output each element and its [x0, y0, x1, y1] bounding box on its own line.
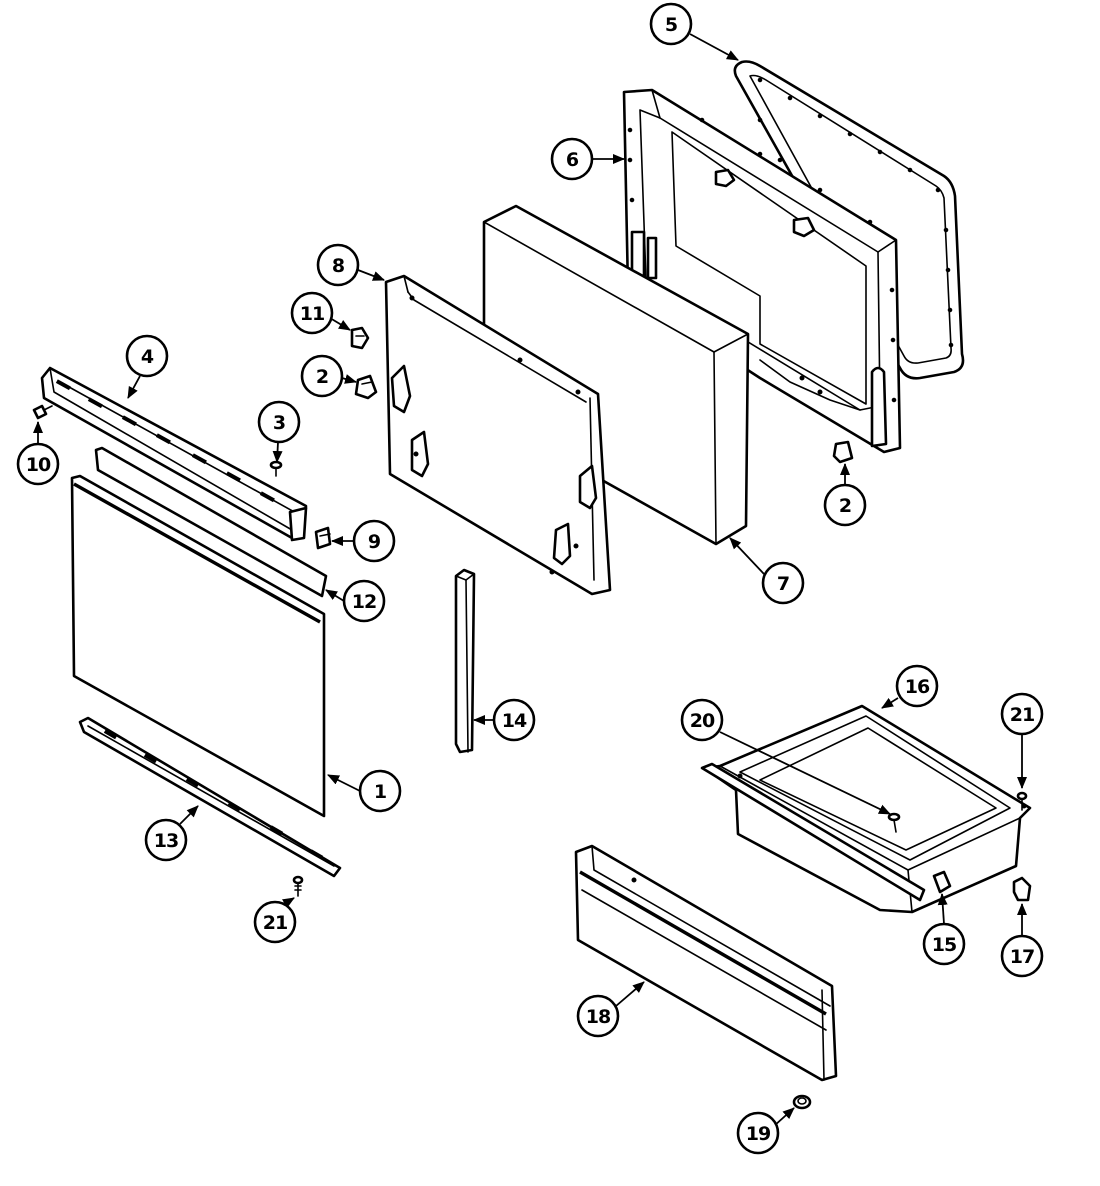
leader-16	[881, 697, 899, 709]
callout-label: 4	[141, 346, 154, 368]
part-12-vent-strip	[94, 446, 328, 598]
callout-label: 8	[332, 255, 345, 277]
callout-13: 13	[144, 818, 188, 862]
part-1-outer-door-glass	[70, 474, 326, 818]
leader-15	[937, 893, 948, 925]
part-16-drawer-pan	[700, 704, 1032, 914]
callout-label: 1	[374, 781, 386, 803]
part-13-bottom-trim	[78, 716, 342, 878]
callout-12: 12	[342, 579, 386, 623]
callout-label: 3	[273, 412, 285, 434]
callout-label: 21	[263, 912, 287, 934]
part-18-drawer-front	[574, 844, 838, 1082]
callout-19: 19	[736, 1111, 780, 1155]
leader-19	[773, 1107, 795, 1127]
leader-13	[179, 805, 199, 825]
callout-label: 13	[154, 830, 178, 852]
part-3-screw	[269, 460, 283, 477]
callout-label: 10	[26, 454, 51, 476]
part-14-side-trim	[454, 568, 476, 754]
part-17-clip	[1012, 876, 1032, 902]
callout-label: 2	[316, 366, 328, 388]
leader-7	[729, 537, 765, 575]
callout-label: 5	[665, 14, 677, 36]
part-10-screw	[32, 404, 53, 420]
leader-12	[325, 589, 345, 602]
part-4-vent-trim	[40, 366, 308, 542]
part-19-bumper	[792, 1094, 812, 1110]
leader-11	[329, 317, 351, 331]
callout-9: 9	[352, 519, 396, 563]
leader-21a	[281, 897, 295, 908]
callout-label: 7	[777, 573, 789, 595]
callout-10: 10	[16, 442, 60, 486]
leader-5	[689, 33, 739, 61]
callout-21-left: 21	[253, 900, 297, 944]
part-21-screw-left	[292, 875, 304, 897]
part-8-inner-door-panel	[384, 274, 612, 596]
part-15-glide	[932, 870, 952, 894]
leader-1	[327, 774, 361, 792]
callout-label: 2	[839, 495, 851, 517]
part-9-clip	[314, 526, 332, 550]
callout-8: 8	[316, 243, 360, 287]
callout-2-upper: 2	[300, 354, 344, 398]
callout-14: 14	[492, 698, 536, 742]
leader-20	[719, 731, 891, 815]
part-2-clip-lower	[832, 440, 854, 464]
leader-2a	[341, 374, 357, 384]
callout-label: 14	[502, 710, 527, 732]
callout-20: 20	[680, 698, 724, 742]
callout-1: 1	[358, 769, 402, 813]
callout-21-right: 21	[1000, 692, 1044, 736]
callout-18: 18	[576, 994, 620, 1038]
part-21-screw-right	[1016, 791, 1028, 811]
part-2-clip-upper	[354, 374, 378, 400]
callout-16: 16	[895, 664, 939, 708]
callout-label: 21	[1010, 704, 1034, 726]
callout-label: 20	[690, 710, 715, 732]
callout-label: 9	[368, 531, 380, 553]
callout-2-lower: 2	[823, 483, 867, 527]
callout-label: 18	[586, 1006, 611, 1028]
leader-3	[272, 441, 283, 463]
part-20-screw	[887, 812, 901, 833]
callout-label: 15	[932, 934, 956, 956]
callout-label: 19	[746, 1123, 770, 1145]
callout-label: 16	[905, 676, 930, 698]
callout-3: 3	[257, 400, 301, 444]
callout-7: 7	[761, 561, 805, 605]
leader-8	[357, 269, 385, 281]
leader-lines	[33, 33, 1027, 1127]
part-11-pin	[350, 326, 370, 350]
callout-label: 6	[566, 149, 579, 171]
callout-4: 4	[125, 334, 169, 378]
callout-label: 12	[352, 591, 376, 613]
callout-15: 15	[922, 922, 966, 966]
leader-18	[615, 981, 645, 1007]
callout-5: 5	[649, 2, 693, 46]
callout-6: 6	[550, 137, 594, 181]
callout-11: 11	[290, 291, 334, 335]
callout-label: 17	[1010, 946, 1034, 968]
callout-label: 11	[300, 303, 324, 325]
leader-4	[127, 375, 141, 399]
callout-17: 17	[1000, 934, 1044, 978]
